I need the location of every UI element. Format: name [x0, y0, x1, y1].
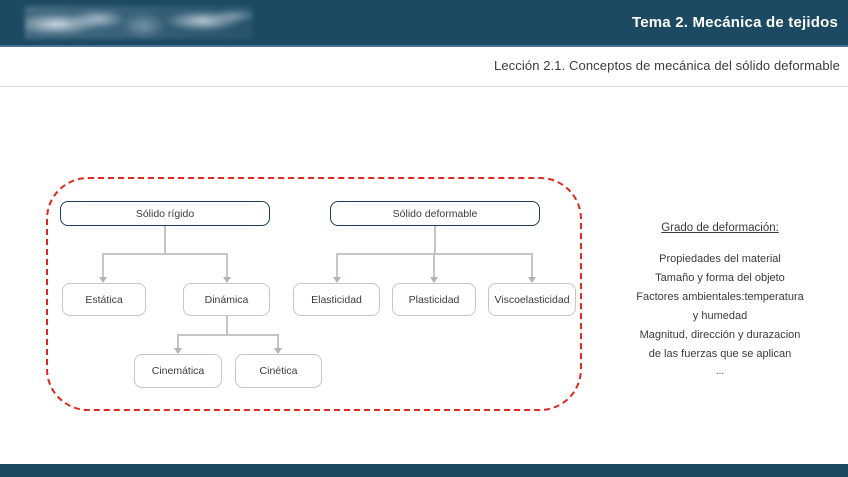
connector-line — [277, 334, 279, 348]
slide-title: Tema 2. Mecánica de tejidos — [631, 14, 838, 31]
note-line: de las fuerzas que se aplican — [648, 348, 792, 360]
connector-line — [531, 253, 533, 277]
header-bar: Tema 2. Mecánica de tejidos — [0, 0, 848, 47]
arrowhead-down-icon — [430, 277, 438, 283]
connector-line — [434, 226, 436, 254]
notes-heading: Grado de deformación: — [661, 222, 779, 234]
arrowhead-down-icon — [99, 277, 107, 283]
node-viscoelasticidad: Viscoelasticidad — [488, 283, 576, 316]
note-line: Magnitud, dirección y durazacion — [639, 329, 801, 341]
connector-line — [164, 226, 166, 254]
node-solido-deformable: Sólido deformable — [330, 201, 540, 226]
node-cinematica: Cinemática — [134, 354, 222, 388]
connector-line — [177, 334, 179, 348]
connector-line — [177, 334, 279, 336]
footer-bar — [0, 464, 848, 477]
arrowhead-down-icon — [274, 348, 282, 354]
note-line: Factores ambientales:temperatura — [636, 291, 804, 303]
connector-line — [226, 316, 228, 335]
node-elasticidad: Elasticidad — [293, 283, 380, 316]
connector-line — [102, 253, 228, 255]
connector-line — [433, 253, 435, 277]
arrowhead-down-icon — [223, 277, 231, 283]
lesson-subtitle: Lección 2.1. Conceptos de mecánica del s… — [494, 58, 840, 73]
connector-line — [102, 253, 104, 277]
connector-line — [336, 253, 338, 277]
arrowhead-down-icon — [528, 277, 536, 283]
node-estatica: Estática — [62, 283, 146, 316]
node-cinetica: Cinética — [235, 354, 322, 388]
divider-line — [0, 86, 848, 87]
notes-panel: Grado de deformación: Propiedades del ma… — [598, 222, 842, 380]
node-solido-rigido: Sólido rígido — [60, 201, 270, 226]
node-dinamica: Dinámica — [183, 283, 270, 316]
diagram-frame — [46, 177, 582, 411]
note-line: y humedad — [692, 310, 748, 322]
connector-line — [226, 253, 228, 277]
note-line: Tamaño y forma del objeto — [655, 272, 785, 284]
arrowhead-down-icon — [333, 277, 341, 283]
node-plasticidad: Plasticidad — [392, 283, 476, 316]
note-line: ... — [715, 366, 725, 377]
arrowhead-down-icon — [174, 348, 182, 354]
tissue-photo-strip — [25, 6, 253, 39]
note-line: Propiedades del material — [659, 253, 781, 265]
